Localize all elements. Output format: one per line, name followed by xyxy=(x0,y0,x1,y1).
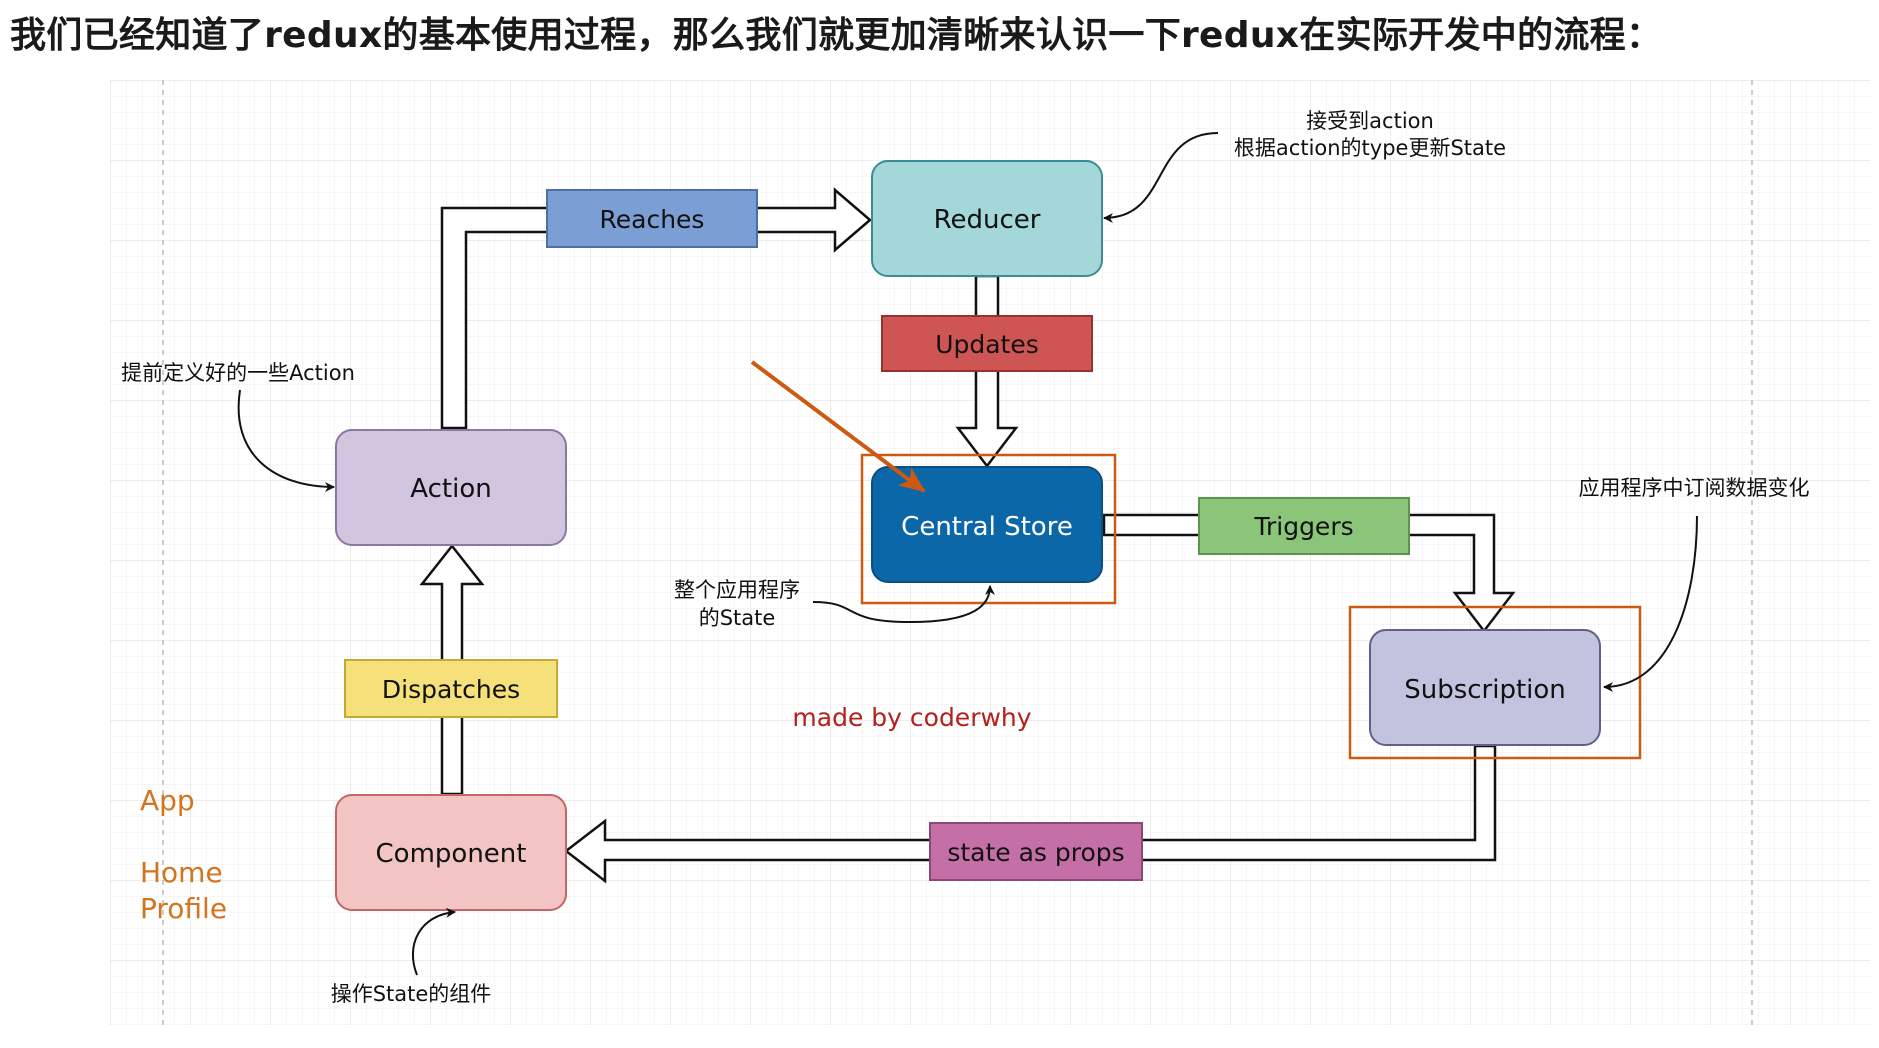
store-highlight-frame xyxy=(860,453,1117,605)
subscription-node xyxy=(1369,629,1601,746)
dispatches-label-box xyxy=(344,659,558,718)
store-annotation-line1: 整个应用程序 xyxy=(674,578,800,602)
credit-text: made by coderwhy xyxy=(792,703,1031,732)
subscription-node-label: Subscription xyxy=(1404,675,1566,705)
orange-pointer-arrow xyxy=(750,360,926,493)
subscription-annotation-connector xyxy=(1603,515,1698,692)
reaches-label-box xyxy=(546,189,758,248)
dispatches-label: Dispatches xyxy=(382,675,520,704)
action-annotation: 提前定义好的一些Action xyxy=(121,361,355,385)
side-label-profile: Profile xyxy=(140,892,227,925)
reducer-node-label: Reducer xyxy=(934,205,1041,235)
action-annotation-connector xyxy=(237,389,335,492)
triggers-label: Triggers xyxy=(1253,512,1353,541)
reducer-annotation-line2: 根据action的type更新State xyxy=(1234,136,1506,160)
reducer-node xyxy=(871,160,1103,277)
triggers-label-box xyxy=(1198,497,1410,555)
updates-label: Updates xyxy=(935,330,1039,359)
component-node-label: Component xyxy=(376,839,527,869)
reaches-label: Reaches xyxy=(600,205,705,234)
central-store-node xyxy=(871,466,1103,583)
state-as-props-label-box xyxy=(929,822,1143,881)
reducer-annotation-line1: 接受到action xyxy=(1306,109,1434,133)
side-label-app: App xyxy=(140,784,195,817)
subscription-highlight-frame xyxy=(1348,605,1642,760)
reducer-annotation-connector xyxy=(1103,132,1219,223)
store-annotation-line2: 的State xyxy=(699,606,776,630)
store-annotation-connector xyxy=(812,585,995,624)
central-store-node-label: Central Store xyxy=(901,512,1073,542)
side-label-home: Home xyxy=(140,856,223,889)
updates-label-box xyxy=(881,315,1093,372)
component-annotation-connector xyxy=(412,907,456,976)
component-annotation: 操作State的组件 xyxy=(331,982,492,1006)
page-title: 我们已经知道了redux的基本使用过程，那么我们就更加清晰来认识一下redux在… xyxy=(10,15,1663,56)
action-node xyxy=(335,429,567,546)
subscription-annotation: 应用程序中订阅数据变化 xyxy=(1579,476,1810,500)
action-node-label: Action xyxy=(410,474,491,504)
state-as-props-label: state as props xyxy=(947,838,1124,867)
